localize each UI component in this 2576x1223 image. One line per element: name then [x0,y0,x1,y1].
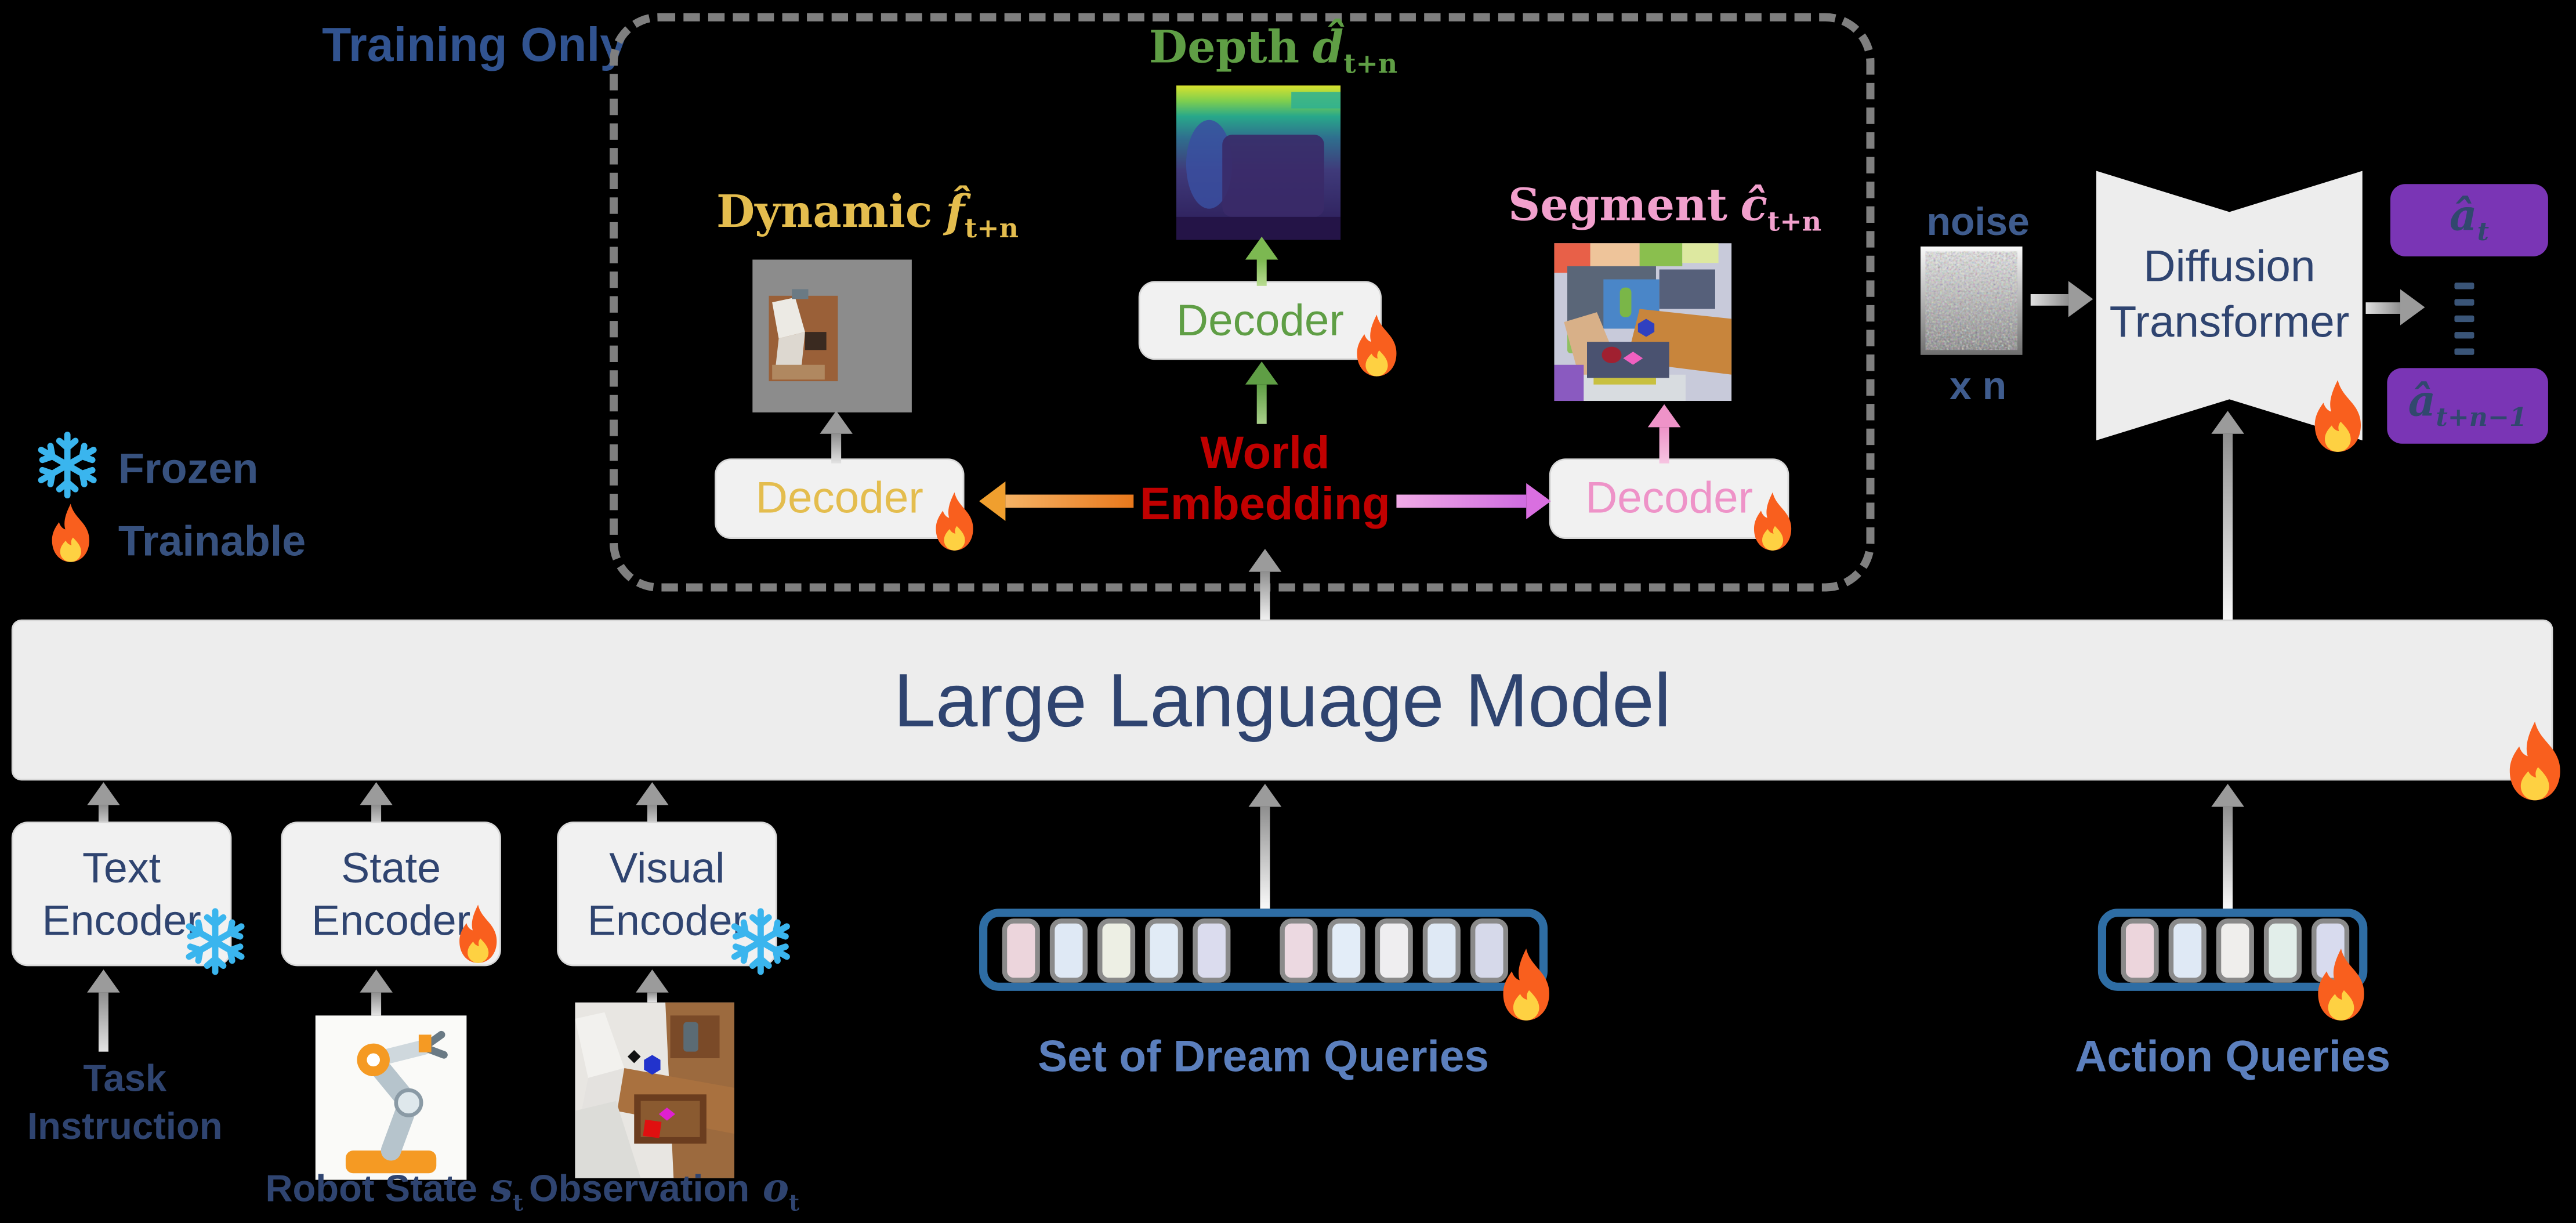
world-embedding-label: World Embedding [1139,427,1390,530]
action-queries-label: Action Queries [2075,1032,2391,1081]
query-token [1422,917,1461,982]
query-token [1375,917,1413,982]
arrow-robot-state-to-state-encoder [358,969,394,1016]
dream-queries-label: Set of Dream Queries [1038,1032,1489,1081]
task-instruction-label: Task Instruction [27,1056,223,1147]
decoder-dynamic-box: Decoder [716,460,963,538]
query-token [2216,917,2254,982]
arrow-llm-to-embedding [1247,548,1283,625]
query-token [1097,917,1136,982]
noise-multiplier-label: x n [1949,364,2007,410]
diffusion-transformer-label: Diffusion Transformer [2109,241,2350,346]
noise-label: noise [1926,200,2030,245]
query-token [2263,917,2302,982]
arrow-dynamic-decoder-to-image [818,411,854,464]
query-token [1193,917,1231,982]
dream-queries-tokens [1002,917,1518,982]
training-only-label: Training Only [322,19,626,73]
arrow-decoder-to-depth [1244,236,1280,286]
flame-icon [450,900,506,969]
arrow-embedding-to-dynamic-decoder [979,480,1134,523]
dream-queries-box [979,909,1548,991]
arrow-noise-to-diffusion [2030,279,2093,319]
arrow-llm-to-diffusion [2209,411,2245,621]
query-token [1327,917,1365,982]
arrow-diffusion-to-actions [2365,288,2425,327]
training-only-box [609,13,1875,592]
action-output-first: ât [2390,184,2548,256]
flame-icon [2497,720,2573,805]
noise-image [1920,246,2023,355]
robot-state-icon [315,1015,467,1180]
arrow-dream-queries-to-llm [1247,784,1283,909]
query-token [1049,917,1088,982]
snowflake-icon [181,907,250,976]
arrow-observation-to-visual-encoder [634,969,670,1003]
diffusion-transformer-shape [2096,171,2363,441]
depth-image [1176,85,1341,240]
query-token [1002,917,1040,982]
decoder-depth-label: Decoder [1176,295,1344,345]
dynamic-image [752,259,912,413]
arrow-embedding-to-segment-decoder [1396,480,1551,523]
llm-label: Large Language Model [893,657,1671,743]
arrow-embedding-to-depth-decoder [1244,361,1280,424]
decoder-dynamic-label: Decoder [755,473,923,523]
query-token [1280,917,1318,982]
action-queries-box [2097,909,2368,991]
arrow-segment-decoder-to-image [1646,404,1682,464]
action-output-last: ât+n−1 [2387,368,2548,444]
observation-image [575,1002,735,1178]
flame-icon [2307,946,2376,1025]
snowflake-icon [726,907,795,976]
flame-icon [1347,312,1406,381]
flame-icon [43,500,99,569]
action-output-first-label: ât [2449,193,2490,248]
query-token [1145,917,1183,982]
query-token [2121,917,2159,982]
segment-image [1554,243,1732,401]
flame-icon [926,490,982,555]
action-queries-tokens [2121,917,2359,982]
query-token [2168,917,2207,982]
decoder-segment-label: Decoder [1585,473,1753,523]
arrow-task-to-text-encoder [85,969,121,1052]
flame-icon [1745,490,1800,555]
ellipsis-dashes [2454,273,2474,365]
decoder-depth-box: Decoder [1140,283,1381,359]
arrow-action-queries-to-llm [2209,784,2245,909]
legend-trainable-label: Trainable [118,516,306,566]
flame-icon [1492,946,1561,1025]
llm-bar: Large Language Model [13,621,2552,779]
flame-icon [2303,378,2372,457]
action-output-last-label: ât+n−1 [2408,378,2527,433]
decoder-segment-box: Decoder [1550,460,1788,538]
snowflake-icon [33,430,102,500]
query-token [1470,917,1509,982]
legend-frozen-label: Frozen [118,443,259,493]
